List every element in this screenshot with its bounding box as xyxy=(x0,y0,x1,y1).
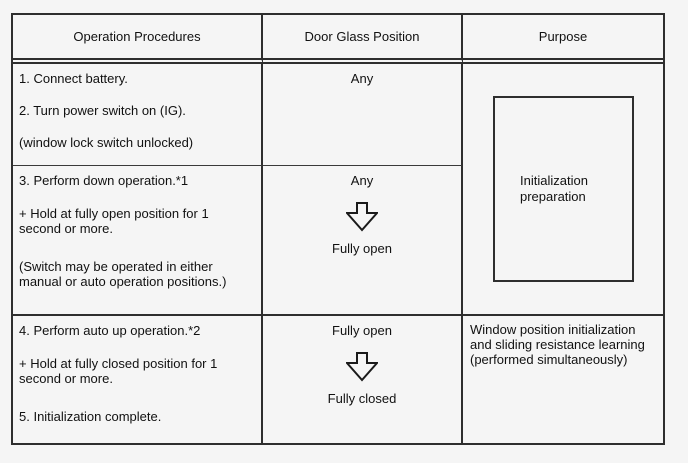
door-glass-row-2: Any Fully open xyxy=(263,166,463,316)
header-label: Purpose xyxy=(538,29,588,44)
procedures-step-4-5: 4. Perform auto up operation.*2 + Hold a… xyxy=(13,316,263,443)
header-label: Door Glass Position xyxy=(304,29,420,44)
down-arrow-icon xyxy=(346,352,378,382)
procedure-line: 3. Perform down operation.*1 xyxy=(19,173,189,188)
header-operation-procedures: Operation Procedures xyxy=(13,15,263,64)
procedure-line: 2. Turn power switch on (IG). xyxy=(19,103,186,118)
door-glass-from: Any xyxy=(350,173,374,188)
down-arrow-icon xyxy=(346,202,378,232)
door-glass-to: Fully closed xyxy=(327,391,397,406)
door-glass-row-1: Any xyxy=(263,64,463,166)
procedures-step-1-2: 1. Connect battery. 2. Turn power switch… xyxy=(13,64,263,166)
purpose-initialization-preparation-cell: Initialization preparation xyxy=(463,64,663,316)
door-glass-from: Fully open xyxy=(332,323,392,338)
purpose-text: Window position initialization and slidi… xyxy=(470,322,645,367)
initialization-procedure-table: Operation Procedures Door Glass Position… xyxy=(11,13,665,445)
procedure-line: 5. Initialization complete. xyxy=(19,409,162,424)
door-glass-row-3: Fully open Fully closed xyxy=(263,316,463,443)
procedure-line: + Hold at fully closed position for 1 se… xyxy=(19,356,218,386)
header-label: Operation Procedures xyxy=(73,29,201,44)
header-door-glass-position: Door Glass Position xyxy=(263,15,463,64)
initialization-preparation-box: Initialization preparation xyxy=(492,96,634,282)
procedures-step-3: 3. Perform down operation.*1 + Hold at f… xyxy=(13,166,263,316)
door-glass-to: Fully open xyxy=(332,241,392,256)
procedure-line: + Hold at fully open position for 1 seco… xyxy=(19,206,209,236)
purpose-text: Initialization preparation xyxy=(520,173,588,204)
header-purpose: Purpose xyxy=(463,15,663,64)
procedure-note: (Switch may be operated in either manual… xyxy=(19,259,227,289)
procedure-line: 1. Connect battery. xyxy=(19,71,128,86)
door-glass-position: Any xyxy=(350,71,374,86)
procedure-note: (window lock switch unlocked) xyxy=(19,135,194,150)
procedure-line: 4. Perform auto up operation.*2 xyxy=(19,323,201,338)
purpose-window-initialization-cell: Window position initialization and slidi… xyxy=(463,316,663,443)
